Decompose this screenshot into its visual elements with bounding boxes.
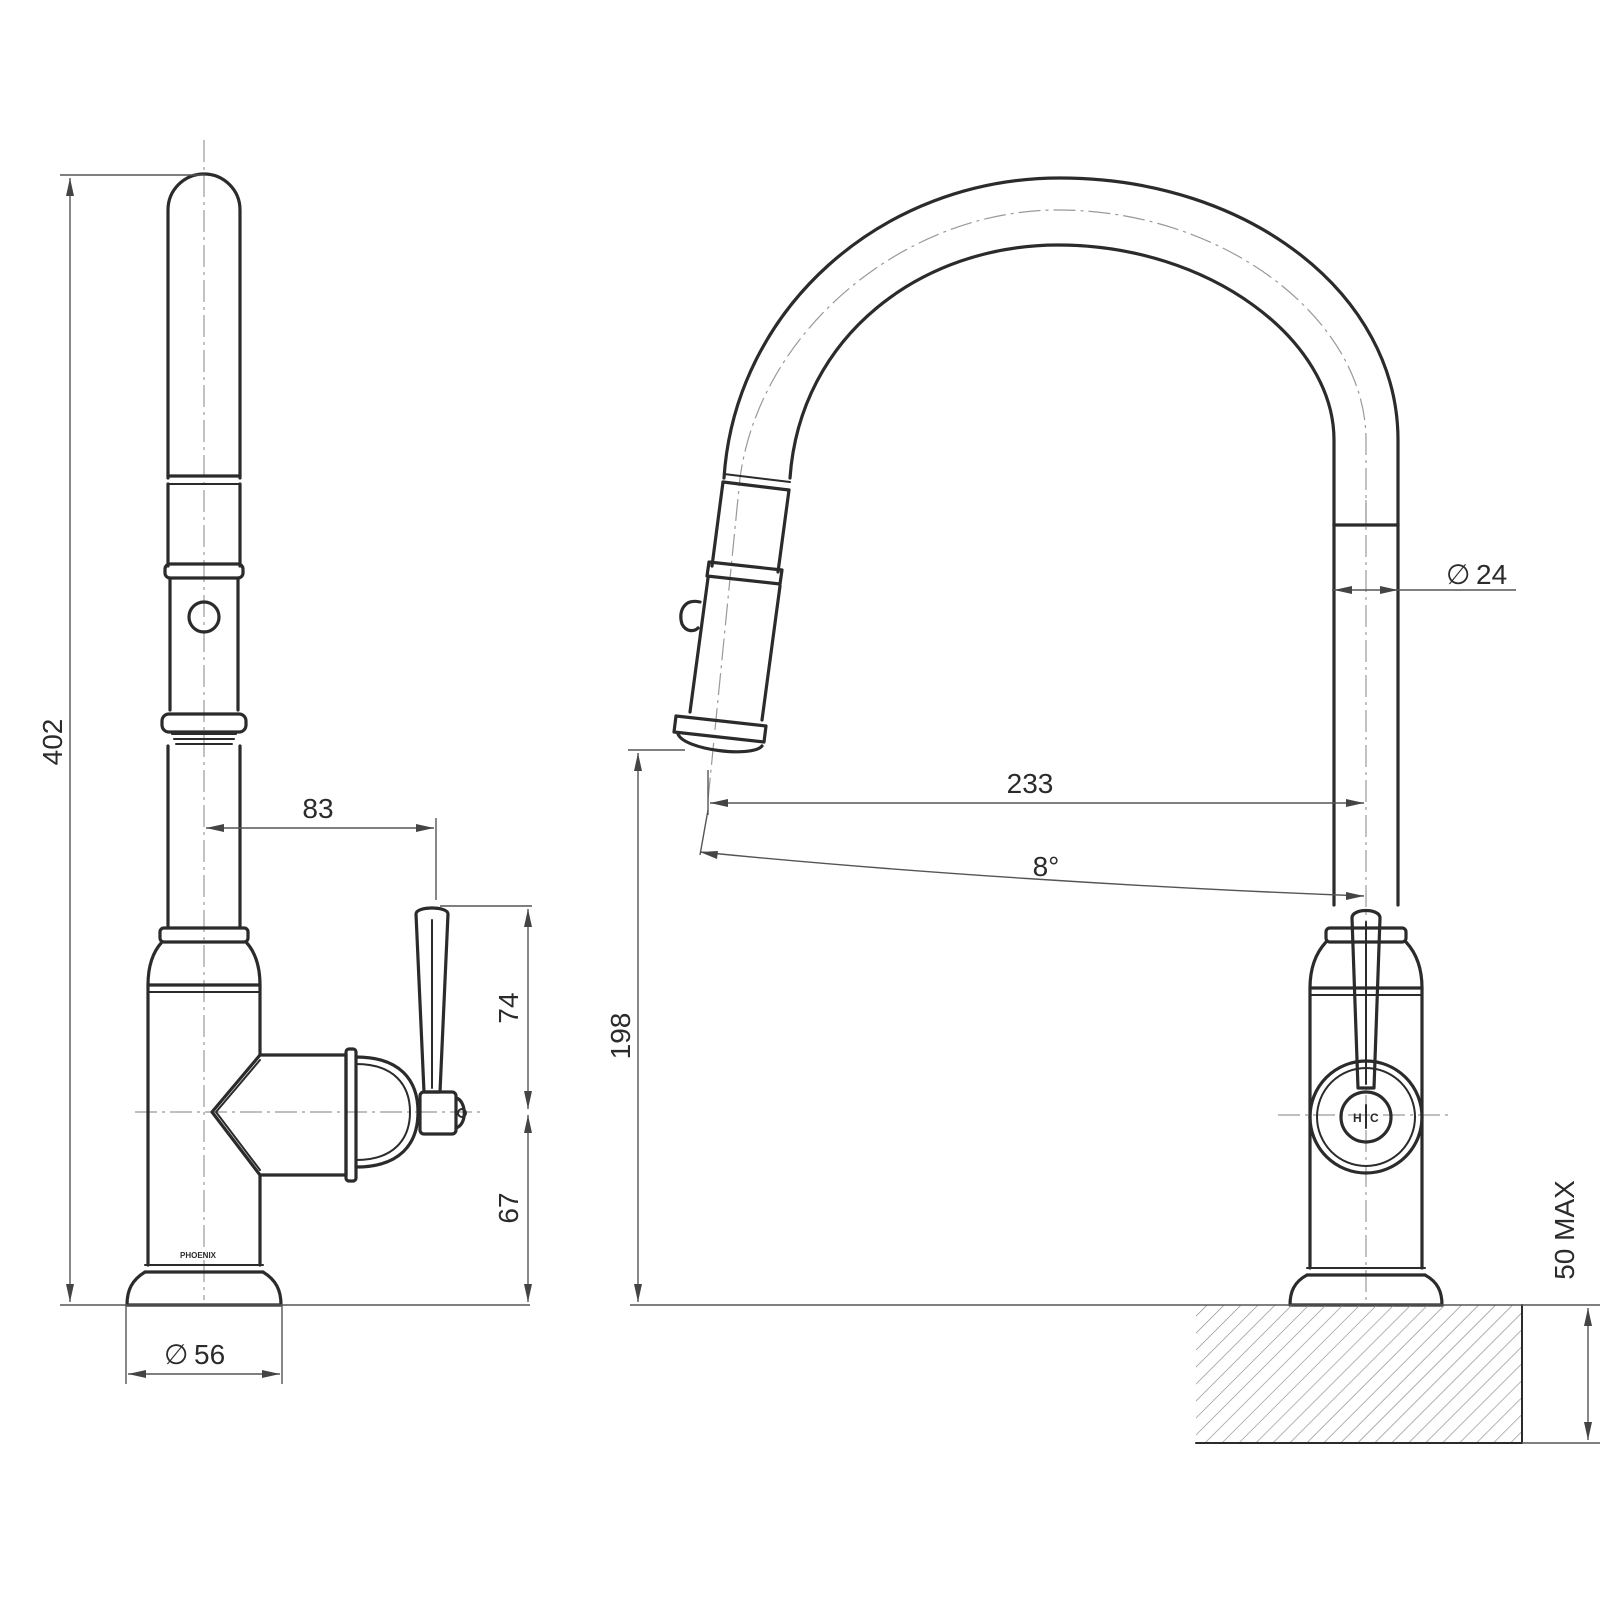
dim-67-arrow-top (524, 1115, 532, 1133)
side-upper-ring (163, 562, 245, 580)
head-lower-ring (672, 714, 768, 744)
side-spout-tip (166, 172, 242, 480)
brand-mark: PHOENIX (180, 1251, 217, 1260)
mixer-indicator-disc (1339, 1090, 1393, 1144)
dim-56-label: 56 (194, 1339, 225, 1370)
head-upper-ring (705, 560, 784, 586)
head-outlet (676, 732, 764, 754)
dim-402-label: 402 (37, 719, 68, 766)
side-lower-ring-thread (171, 733, 237, 745)
dim-56-arrow-left (128, 1370, 146, 1378)
dim-74-arrow-bottom (524, 1091, 532, 1109)
dim-56-arrow-right (262, 1370, 280, 1378)
dim-233-arrow-right (1346, 799, 1364, 807)
dim-233-label: 233 (1007, 768, 1054, 799)
dim-8deg-arrow-right (1346, 892, 1364, 900)
dim-50-label: 50 MAX (1549, 1180, 1580, 1280)
side-dimensions: 402 83 74 67 ∅ 56 (37, 174, 532, 1384)
dim-24-symbol: ∅ (1446, 559, 1470, 590)
side-head-body (166, 482, 242, 568)
side-view: PHOENIX (125, 140, 480, 1307)
side-spray-button-icon (187, 600, 221, 634)
head-seam-2 (721, 480, 791, 492)
side-neck-collar (158, 926, 250, 944)
front-dimensions: ∅ 24 233 8° 198 50 MAX (605, 559, 1600, 1444)
dim-67-label: 67 (493, 1192, 524, 1223)
dim-50-arrow-top (1584, 1308, 1592, 1326)
dim-83-label: 83 (302, 793, 333, 824)
dim-402-arrow-bottom (66, 1284, 74, 1302)
side-head-mid (168, 576, 240, 712)
dim-50-arrow-bottom (1584, 1422, 1592, 1440)
side-body-shoulder (146, 940, 262, 987)
front-lever-handle (1350, 908, 1382, 1090)
side-cartridge-connector (210, 1053, 262, 1177)
side-cartridge-dome (354, 1055, 420, 1169)
dim-198-arrow-top (634, 753, 642, 771)
side-body (146, 983, 262, 1267)
dim-8deg-label: 8° (1033, 851, 1060, 882)
dim-233-arrow-left (710, 799, 728, 807)
front-view: H C (672, 176, 1523, 1444)
side-lower-ring (160, 712, 248, 734)
side-cartridge-housing (258, 1053, 348, 1177)
dim-198-arrow-bottom (634, 1284, 642, 1302)
dim-83-arrow-right (416, 824, 434, 832)
bench-section (1196, 1305, 1522, 1443)
dim-8deg-arc (699, 851, 1365, 897)
head-seam (723, 473, 791, 483)
side-cartridge-dome-inner (355, 1063, 411, 1161)
spout-inner-arc (788, 243, 1336, 527)
spray-button-icon (679, 599, 702, 633)
mixer-cold-label: C (1370, 1111, 1379, 1125)
dim-8deg-ext (699, 809, 709, 856)
dim-24-arrow-right (1380, 586, 1398, 594)
side-lever-hub (418, 1090, 458, 1136)
side-lever-handle (414, 906, 450, 1094)
side-cartridge-inner (215, 1059, 261, 1171)
dim-67-arrow-bottom (524, 1284, 532, 1302)
dim-83-arrow-left (206, 824, 224, 832)
side-cartridge-ring (344, 1047, 358, 1183)
side-lever-cap (454, 1096, 466, 1130)
spout-riser (1332, 523, 1400, 907)
dim-74-label: 74 (493, 992, 524, 1023)
head-body (710, 480, 791, 574)
dim-402-arrow-top (66, 178, 74, 196)
mixer-hot-label: H (1353, 1111, 1362, 1125)
dim-24-arrow-left (1334, 586, 1352, 594)
side-lever-screw-icon (457, 1108, 467, 1118)
dim-24-label: 24 (1476, 559, 1507, 590)
front-spout-centerline (707, 209, 1367, 801)
dim-74-arrow-top (524, 909, 532, 927)
dim-56-symbol: ∅ (164, 1339, 188, 1370)
head-mid (688, 576, 782, 722)
dim-8deg-arrow-left (700, 851, 718, 859)
spout-outer-arc (722, 176, 1400, 527)
side-neck (166, 744, 242, 930)
dim-198-label: 198 (605, 1013, 636, 1060)
